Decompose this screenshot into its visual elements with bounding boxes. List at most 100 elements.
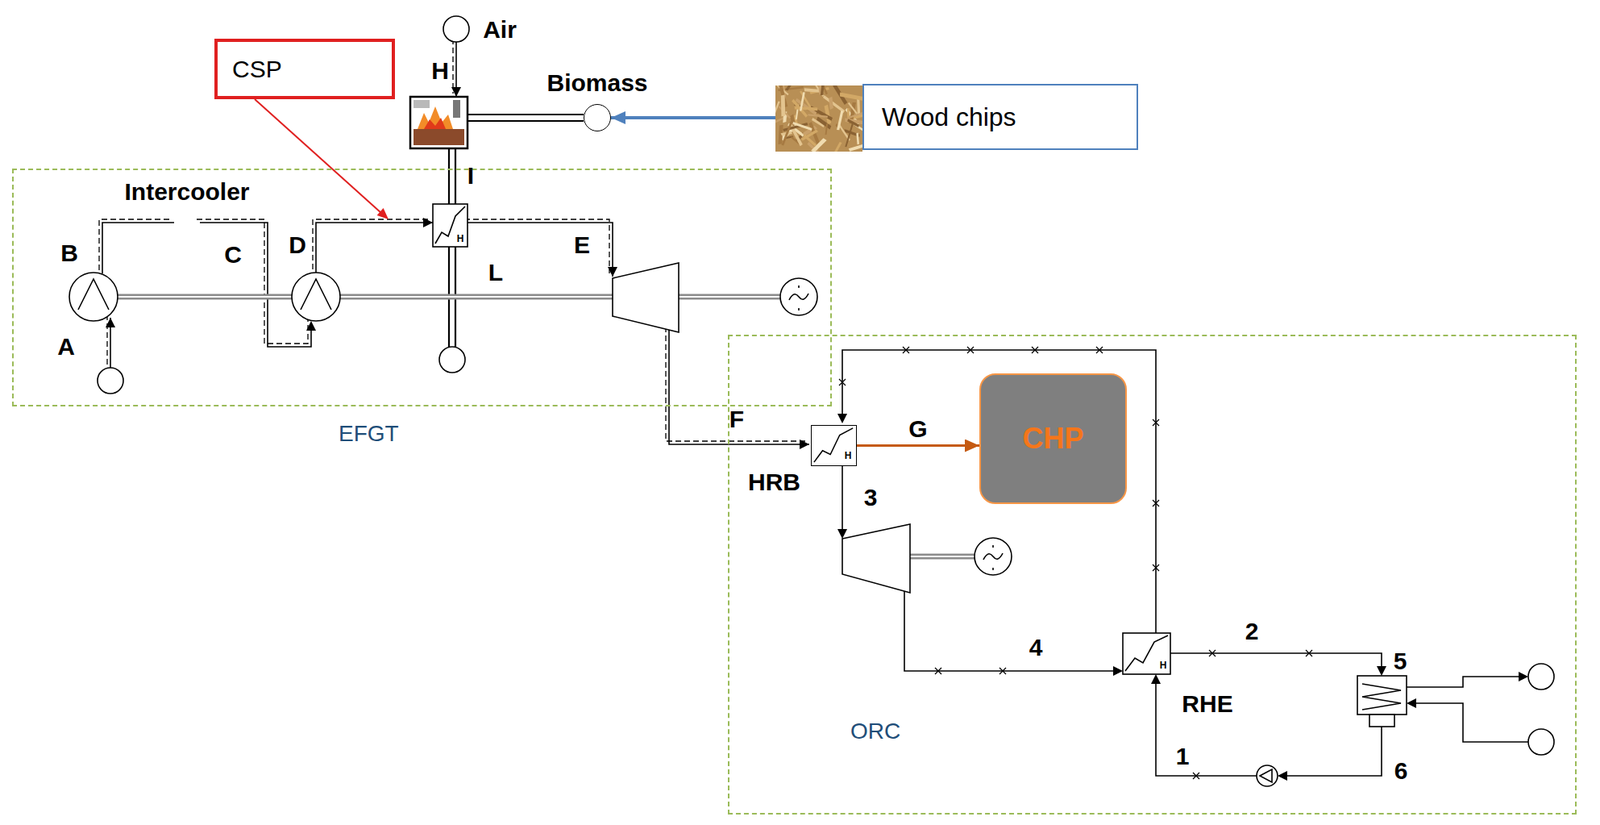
biomass-inlet-text: Biomass bbox=[546, 69, 648, 98]
stream-label: E bbox=[573, 231, 591, 260]
flue-gas-line-part bbox=[448, 148, 456, 204]
wood-chip bbox=[848, 141, 863, 151]
wood-chip bbox=[820, 85, 825, 96]
orc-line-part bbox=[841, 464, 844, 529]
air-line bbox=[102, 41, 810, 445]
biomass-inlet: Biomass bbox=[583, 103, 611, 132]
wood-chips-image bbox=[775, 85, 863, 152]
heat-recovery-boiler-text: HRB bbox=[748, 468, 801, 497]
stream-label: I bbox=[467, 162, 474, 191]
stream-label: RHE bbox=[1181, 689, 1233, 719]
wood-chip bbox=[856, 132, 860, 145]
boundary-circle bbox=[97, 16, 1555, 755]
stream-label: L bbox=[488, 258, 503, 287]
chp-box: CHP bbox=[979, 373, 1127, 504]
stream-label: F bbox=[729, 405, 744, 434]
edge-label: G bbox=[908, 414, 927, 443]
efgt-region-text: EFGT bbox=[338, 420, 399, 447]
stream-label: 5 bbox=[1393, 647, 1408, 676]
chp-box-text: CHP bbox=[1022, 421, 1084, 455]
wood-chip bbox=[794, 106, 819, 112]
turbine-symbol-part bbox=[842, 523, 911, 593]
stream-label: 1 bbox=[1176, 742, 1190, 771]
orc-line-marks-part bbox=[839, 346, 1313, 779]
wood-chip bbox=[816, 116, 832, 130]
wood-chip bbox=[799, 91, 806, 111]
heat-exchanger-symbol-part bbox=[1125, 635, 1168, 671]
arrowheads-part bbox=[837, 528, 848, 539]
heat-arrow bbox=[856, 444, 980, 447]
combustor-icon-part bbox=[413, 128, 465, 146]
orc-line-part bbox=[1170, 652, 1382, 666]
turbine-symbol-part bbox=[612, 262, 679, 333]
arrowheads bbox=[105, 87, 1529, 781]
arrowheads-part bbox=[1376, 665, 1387, 676]
wood-chip bbox=[847, 118, 860, 128]
csp-pointer bbox=[254, 99, 389, 220]
wood-chip bbox=[775, 100, 781, 117]
pump-symbol bbox=[1256, 764, 1278, 786]
arrowheads-part bbox=[451, 87, 462, 97]
generator-symbol-part bbox=[797, 285, 800, 311]
arrowheads-part bbox=[1277, 770, 1288, 781]
orc-line-part bbox=[1287, 726, 1382, 776]
compressor-symbol-part bbox=[69, 272, 118, 321]
arrowheads-part bbox=[1151, 673, 1161, 684]
wood-chip bbox=[792, 121, 812, 131]
boundary-circle-part bbox=[1528, 663, 1555, 690]
arrowheads-part bbox=[1518, 671, 1529, 682]
air-line-dashed-part bbox=[99, 38, 807, 441]
symbol-letter: H bbox=[844, 450, 852, 462]
wood-chip bbox=[828, 96, 834, 110]
arrowheads-part bbox=[1113, 665, 1123, 676]
compressor-symbol-part bbox=[291, 272, 341, 321]
arrowheads-part bbox=[306, 320, 316, 331]
orc-line-part bbox=[1406, 676, 1519, 687]
generator-symbol-part bbox=[983, 552, 1003, 560]
condenser-symbol-part bbox=[1362, 683, 1401, 710]
wood-chip bbox=[847, 112, 863, 120]
stream-label: Air bbox=[482, 16, 517, 45]
orc-line-part bbox=[904, 590, 1114, 671]
heat-exchanger-symbol-part bbox=[1122, 632, 1171, 674]
combustor-icon-part bbox=[413, 99, 430, 109]
compressor-symbol-part bbox=[78, 278, 109, 310]
boundary-circle-part bbox=[1528, 728, 1555, 755]
condenser-symbol bbox=[1357, 675, 1407, 727]
compressor-symbol-part bbox=[300, 278, 332, 310]
orc-region-text: ORC bbox=[850, 718, 901, 744]
boundary-circle-part bbox=[97, 367, 124, 394]
air-line-dashed bbox=[99, 38, 807, 441]
flue-gas-line-part bbox=[467, 114, 584, 121]
symbol-letter: H bbox=[1159, 660, 1168, 672]
arrowheads-part bbox=[105, 317, 116, 328]
wood-chip bbox=[847, 102, 858, 115]
generator-symbol-part bbox=[992, 544, 994, 570]
generator-symbol-part bbox=[789, 293, 809, 300]
heat-exchanger-zigzag bbox=[814, 428, 853, 462]
wood-chip bbox=[825, 123, 829, 135]
wood-chip bbox=[832, 141, 843, 152]
generator-symbol-part bbox=[780, 278, 818, 316]
compressor-symbol bbox=[69, 272, 341, 321]
generator-symbol-part bbox=[974, 537, 1012, 575]
wood-chip bbox=[785, 85, 794, 91]
turbine-symbol bbox=[612, 262, 911, 593]
combustor-icon-part bbox=[417, 106, 453, 129]
wood-chip bbox=[836, 110, 844, 130]
orc-line-part bbox=[1155, 683, 1257, 776]
wood-chip bbox=[803, 133, 817, 147]
stream-label: B bbox=[60, 239, 79, 268]
wood-chip bbox=[839, 92, 863, 101]
combustor-icon-part bbox=[410, 96, 468, 149]
boundary-circle-part bbox=[439, 346, 466, 373]
wood-chip bbox=[781, 95, 786, 117]
arrowheads-part bbox=[799, 439, 810, 449]
generator-symbol bbox=[780, 278, 1012, 575]
combustor-icon bbox=[410, 96, 468, 149]
heat-exchanger-symbol bbox=[432, 203, 1171, 674]
csp-pointer-part bbox=[377, 207, 389, 220]
arrowheads-part bbox=[423, 217, 433, 228]
